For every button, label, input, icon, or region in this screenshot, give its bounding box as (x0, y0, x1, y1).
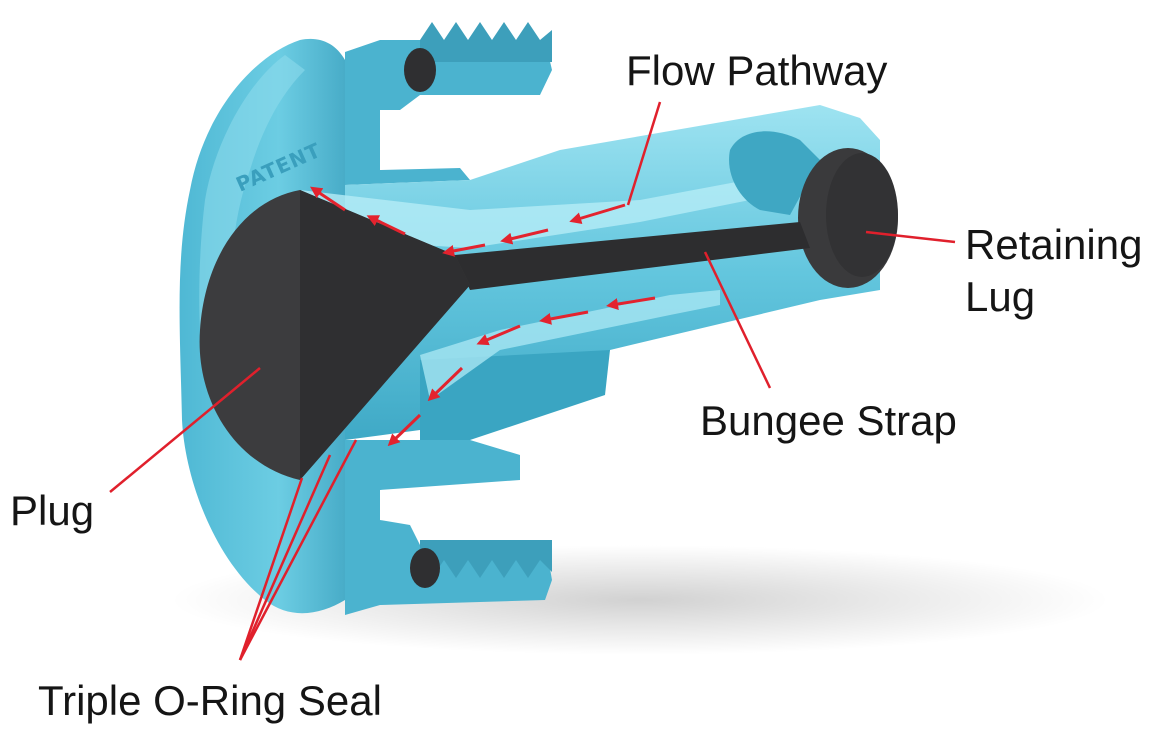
leader-bungee-strap (703, 251, 772, 389)
flow-arrow (310, 186, 346, 212)
flow-arrow (387, 413, 422, 447)
flow-arrow (427, 366, 464, 402)
top-o-ring (404, 48, 436, 92)
bungee-strap (455, 222, 810, 290)
leader-o-ring-2 (238, 454, 332, 661)
bottom-o-ring (410, 548, 440, 588)
leader-o-ring-1 (238, 477, 304, 661)
leader-retaining-lug (865, 230, 956, 244)
bottom-threads (420, 540, 552, 578)
flow-arrow (569, 203, 626, 225)
flow-arrow (500, 228, 549, 245)
label-retaining-lug-line1: Retaining (965, 221, 1143, 268)
flow-channel-upper (300, 170, 800, 248)
retaining-lug-face (826, 153, 898, 277)
flow-arrow (606, 296, 656, 310)
lug-socket (729, 131, 820, 215)
flow-channel-lower (420, 290, 720, 400)
flow-arrows (310, 186, 656, 447)
label-bungee-strap: Bungee Strap (700, 397, 957, 444)
top-collar (345, 40, 552, 185)
leader-flow-pathway (626, 101, 662, 206)
flow-arrow (366, 215, 406, 236)
flow-arrow (476, 324, 521, 346)
label-plug: Plug (10, 487, 95, 534)
leader-o-ring-3 (238, 439, 358, 661)
rubber-plug-shade (300, 190, 470, 480)
label-retaining-lug-line2: Lug (965, 273, 1036, 320)
leader-lines (109, 101, 956, 661)
bottom-collar (345, 440, 552, 615)
flow-arrow (539, 310, 589, 325)
flow-arrow (442, 243, 486, 257)
label-flow-pathway: Flow Pathway (626, 47, 888, 94)
label-triple-o-ring-seal: Triple O-Ring Seal (38, 677, 382, 724)
leader-plug (109, 367, 261, 493)
top-threads (420, 22, 552, 62)
